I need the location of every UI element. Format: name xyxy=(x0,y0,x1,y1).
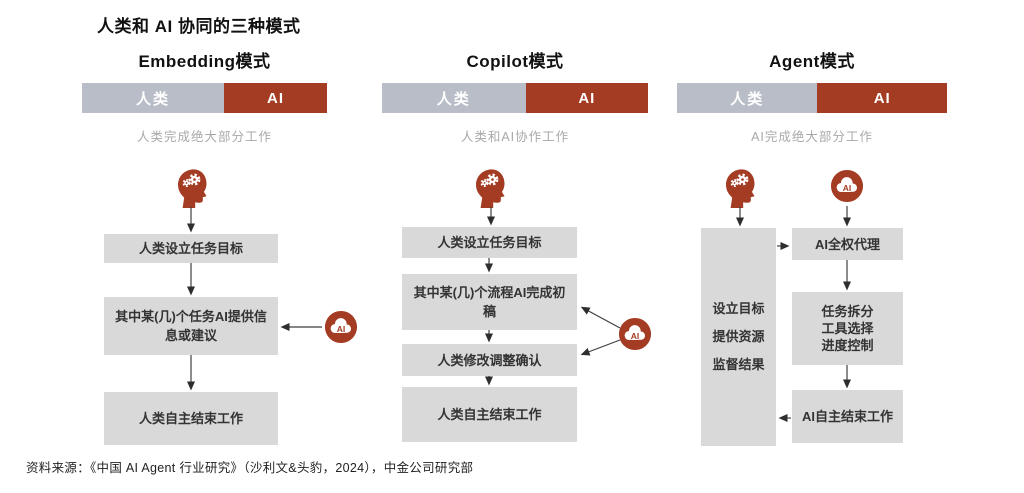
ai-cloud-icon: AI xyxy=(324,310,358,344)
svg-text:AI: AI xyxy=(337,324,346,334)
bar-caption-embedding: 人类完成绝大部分工作 xyxy=(136,130,272,144)
svg-text:AI: AI xyxy=(843,183,852,193)
bar-caption-agent: AI完成绝大部分工作 xyxy=(751,130,873,144)
flow-box-ai-drafts: 其中某(几)个流程AI完成初稿 xyxy=(402,274,577,330)
ai-cloud-icon: AI xyxy=(830,169,864,203)
svg-text:AI: AI xyxy=(631,331,640,341)
bar-caption-copilot: 人类和AI协作工作 xyxy=(460,130,570,144)
figure-title: 人类和 AI 协同的三种模式 xyxy=(97,17,301,36)
source-note: 资料来源：《中国 AI Agent 行业研究》（沙利文&头豹，2024），中金公… xyxy=(26,461,474,475)
ai-segment-label: AI xyxy=(578,89,596,107)
flow-box-human-revises: 人类修改调整确认 xyxy=(402,344,577,376)
ai-segment: AI xyxy=(525,83,648,113)
ai-segment: AI xyxy=(224,83,327,113)
column-header-agent: Agent模式 xyxy=(769,52,855,71)
human-head-gears-icon xyxy=(726,169,755,208)
human-segment: 人类 xyxy=(382,83,526,113)
flow-box-set-goal: 人类设立任务目标 xyxy=(402,227,577,258)
human-segment: 人类 xyxy=(82,83,225,113)
human-segment-label: 人类 xyxy=(136,90,171,108)
human-head-gears-icon xyxy=(476,169,505,208)
flow-box-task-split: 任务拆分 工具选择 进度控制 xyxy=(792,292,903,365)
flow-box-ai-finishes: AI自主结束工作 xyxy=(792,390,903,443)
flow-box-ai-provides-info: 其中某(几)个任务AI提供信息或建议 xyxy=(104,297,278,355)
human-segment-label: 人类 xyxy=(436,90,471,108)
human-ai-ratio-bar-embedding: 人类 AI xyxy=(82,83,327,113)
ai-segment-label: AI xyxy=(873,89,891,107)
human-ai-ratio-bar-agent: 人类 AI xyxy=(677,83,947,113)
flow-box-set-goal: 人类设立任务目标 xyxy=(104,234,278,263)
human-segment: 人类 xyxy=(677,83,818,113)
ai-segment-label: AI xyxy=(267,89,285,107)
ai-segment: AI xyxy=(817,83,947,113)
ai-cloud-icon: AI xyxy=(618,317,652,351)
human-segment-label: 人类 xyxy=(730,90,765,108)
flow-box-human-finishes: 人类自主结束工作 xyxy=(104,392,278,445)
flow-box-ai-full-agency: AI全权代理 xyxy=(792,228,903,260)
column-header-copilot: Copilot模式 xyxy=(466,52,564,71)
human-ai-ratio-bar-copilot: 人类 AI xyxy=(382,83,648,113)
human-head-gears-icon xyxy=(178,169,207,208)
supervision-box: 设立目标 提供资源 监督结果 xyxy=(701,228,776,446)
flow-box-human-finishes: 人类自主结束工作 xyxy=(402,387,577,442)
column-header-embedding: Embedding模式 xyxy=(138,52,271,71)
